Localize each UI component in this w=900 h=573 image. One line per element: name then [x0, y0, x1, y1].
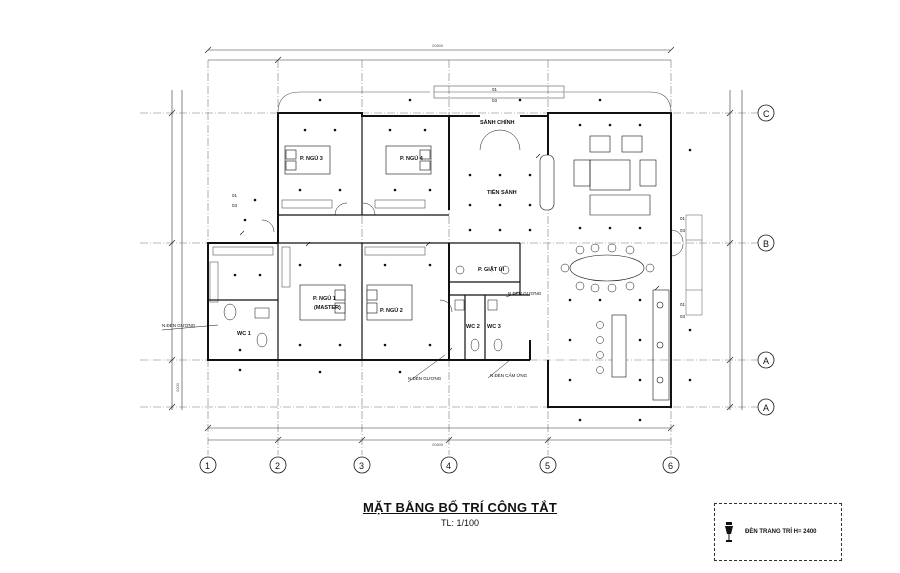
tag-01-top: 01	[492, 87, 498, 92]
room-label-bedroom-4: P. NGỦ 4	[400, 155, 424, 162]
room-label-foyer: TIỀN SẢNH	[487, 189, 517, 196]
exterior-steps	[685, 214, 703, 316]
room-label-bedroom-1-sub: (MASTER)	[314, 305, 341, 311]
doors	[261, 129, 684, 313]
grid-col-3: 3	[359, 461, 364, 471]
legend-label: ĐÈN TRANG TRÍ H= 2400	[745, 529, 817, 535]
room-label-wc-3: WC 3	[487, 324, 501, 330]
decorative-lamp-icon	[725, 522, 733, 542]
drawing-title: MẶT BẰNG BỐ TRÍ CÔNG TẮT	[362, 500, 557, 515]
room-label-main-hall: SẢNH CHÍNH	[480, 118, 515, 126]
room-label-wc-1: WC 1	[237, 331, 251, 337]
grid-row-bubbles	[757, 104, 775, 416]
grid-row-b: B	[763, 239, 769, 249]
interior-walls	[208, 116, 530, 360]
grid-col-2: 2	[275, 461, 280, 471]
dim-top-total: 20600	[432, 43, 444, 48]
switch-markers	[239, 153, 660, 353]
hatched-walls	[209, 199, 426, 303]
tag-03-kitchen: 03	[680, 314, 686, 319]
grid-col-5: 5	[545, 461, 550, 471]
dimension-lines	[171, 49, 743, 441]
room-label-wc-2: WC 2	[466, 324, 480, 330]
room-label-bedroom-3: P. NGỦ 3	[300, 155, 323, 162]
living-furniture	[539, 135, 657, 378]
note-motion-light: N.ĐÈN CẢM ỨNG	[490, 372, 528, 378]
drawing-scale: TL: 1/100	[440, 518, 480, 528]
tag-01-left: 01	[232, 193, 238, 198]
dining-chairs	[560, 243, 655, 374]
tag-01-kitchen: 01	[680, 302, 686, 307]
legend-box: ĐÈN TRANG TRÍ H= 2400	[714, 503, 842, 561]
grid-row-a2: A	[763, 403, 769, 413]
note-leaders	[161, 291, 521, 383]
kitchen-counter	[652, 289, 670, 401]
grid-col-6: 6	[668, 461, 673, 471]
room-label-bedroom-1: P. NGỦ 1	[313, 295, 336, 302]
note-mirror-light-bed: N.ĐÈN GƯƠNG	[408, 375, 442, 381]
dimension-ticks	[168, 46, 734, 444]
tag-03-top: 03	[492, 98, 498, 103]
grid-column-bubbles	[199, 456, 680, 474]
grid-row-a: A	[763, 356, 769, 366]
tag-03-left: 03	[232, 203, 238, 208]
note-mirror-light-wc1: N.ĐÈN GƯƠNG	[162, 322, 196, 328]
grid-col-4: 4	[446, 461, 451, 471]
site-boundary	[277, 85, 672, 114]
room-label-laundry: P. GIẶT ỦI	[478, 266, 505, 273]
tag-03-right: 03	[680, 228, 686, 233]
dim-left-side: 2000	[175, 382, 180, 392]
walls	[207, 112, 672, 408]
room-label-bedroom-2: P. NGỦ 2	[380, 307, 403, 314]
note-mirror-light-wc2: N.ĐÈN GƯƠNG	[508, 290, 542, 296]
beds	[284, 145, 432, 321]
sanitary-fixtures	[223, 265, 510, 352]
grid-row-c: C	[763, 109, 770, 119]
light-fixtures	[233, 98, 692, 422]
grid-col-1: 1	[205, 461, 210, 471]
dim-bottom-total: 20600	[432, 442, 444, 447]
tag-01-right: 01	[680, 216, 686, 221]
